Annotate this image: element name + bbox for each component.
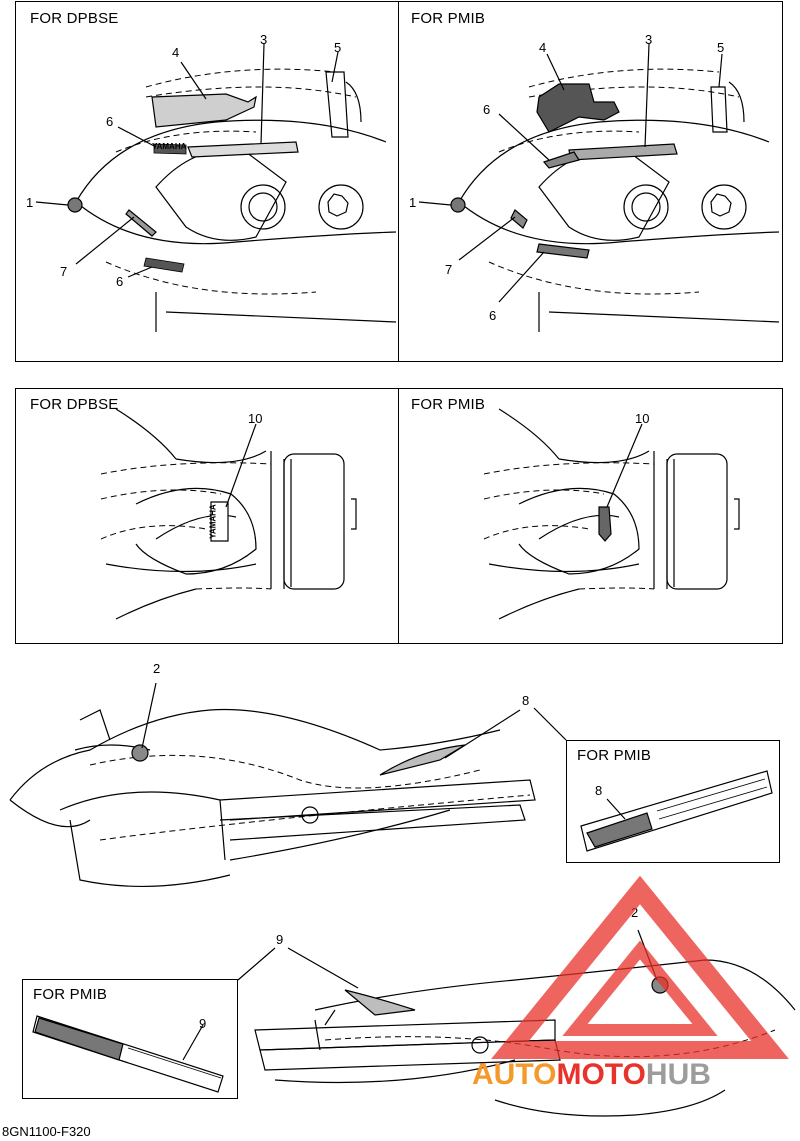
panel-title: FOR PMIB (411, 10, 486, 27)
panel-top-right: FOR PMIB 1 3 4 5 6 6 7 (398, 1, 783, 362)
callout-4: 4 (172, 45, 180, 60)
panel-title: FOR PMIB (411, 396, 486, 413)
panel-title: FOR DPBSE (30, 10, 119, 27)
figure-code: 8GN1100-F320 (2, 1124, 91, 1139)
watermark-text: AUTOMOTOHUB (472, 1058, 711, 1092)
side-view-upper-diagram (9, 682, 536, 887)
watermark-triangle-logo (491, 875, 789, 1059)
callout-3: 3 (260, 32, 268, 47)
panel-mid-right: FOR PMIB 10 (398, 388, 783, 644)
callout-7: 7 (60, 264, 68, 279)
callout-1: 1 (409, 195, 417, 210)
callout-8: 8 (522, 693, 530, 708)
decal-9-illustration (32, 1015, 224, 1093)
decal-yamaha-text: YAMAHA (152, 142, 187, 151)
decal-8-illustration (580, 770, 773, 852)
callout-5: 5 (717, 40, 725, 55)
callout-6b: 6 (489, 308, 497, 323)
callout-1: 1 (26, 195, 34, 210)
front-deck-diagram (35, 43, 397, 332)
watermark-moto: MOTO (556, 1058, 646, 1091)
panel-title: FOR DPBSE (30, 396, 119, 413)
rear-deck-diagram (483, 408, 740, 620)
callout-6a: 6 (483, 102, 491, 117)
inset-pmib-9: FOR PMIB 9 (22, 979, 238, 1099)
watermark-hub: HUB (645, 1058, 711, 1091)
callout-3: 3 (645, 32, 653, 47)
inset-callout-9: 9 (199, 1016, 207, 1031)
callout-7: 7 (445, 262, 453, 277)
panel-mid-left: FOR DPBSE 10 YAMAHA (15, 388, 399, 644)
callout-9: 9 (276, 932, 284, 947)
inset-title: FOR PMIB (33, 986, 108, 1003)
callout-6a: 6 (106, 114, 114, 129)
callout-10: 10 (248, 411, 263, 426)
callout-2: 2 (631, 905, 639, 920)
inset-pmib-8: FOR PMIB 8 (566, 740, 780, 863)
watermark-auto: AUTO (472, 1058, 557, 1091)
callout-5: 5 (334, 40, 342, 55)
panel-top-left: FOR DPBSE 1 3 4 5 6 6 7 YAMAHA (15, 1, 399, 362)
inset-title: FOR PMIB (577, 747, 652, 764)
front-deck-diagram (418, 43, 780, 332)
rear-deck-diagram (100, 408, 357, 620)
inset-callout-8: 8 (595, 783, 603, 798)
callout-2: 2 (153, 661, 161, 676)
callout-6b: 6 (116, 274, 124, 289)
callout-10: 10 (635, 411, 650, 426)
callout-4: 4 (539, 40, 547, 55)
